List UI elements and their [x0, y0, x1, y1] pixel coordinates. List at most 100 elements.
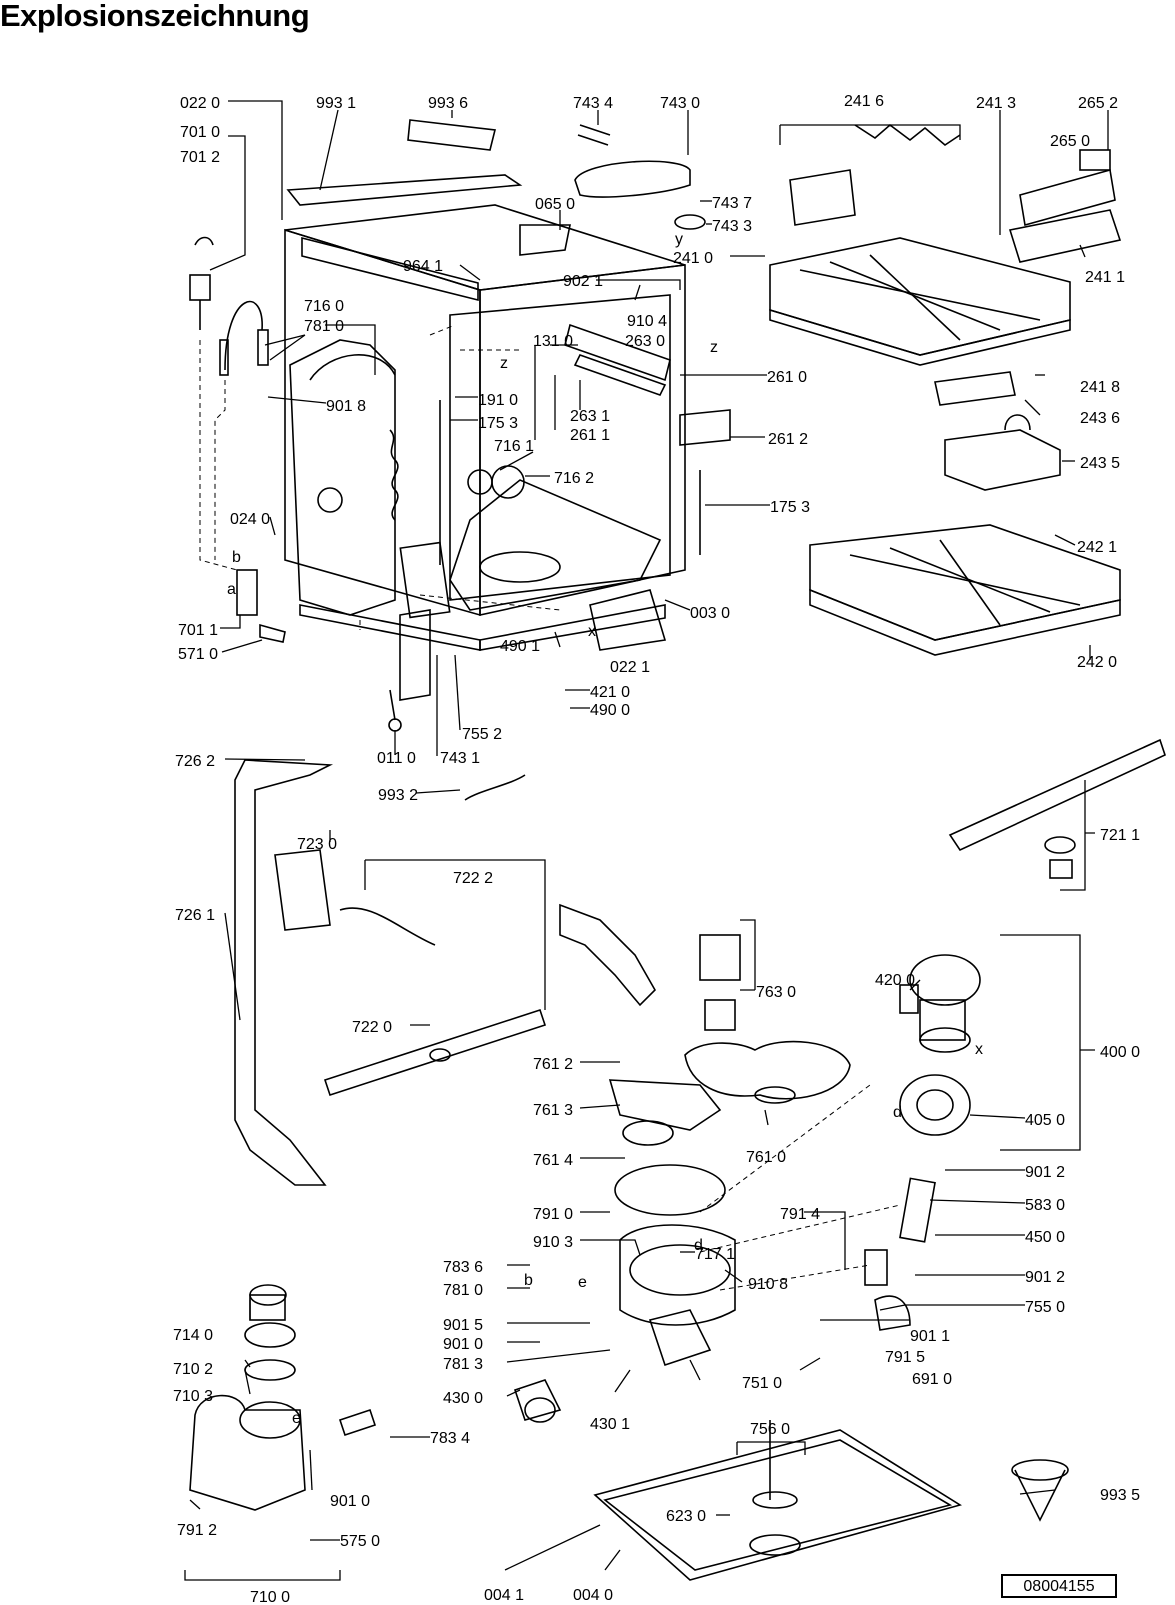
- label-791-0: 791 0: [533, 1206, 573, 1223]
- pump-heater: [864, 954, 1069, 1522]
- label-761-0: 761 0: [746, 1149, 786, 1166]
- letter-z-1: z: [500, 355, 508, 372]
- label-400-0: 400 0: [1100, 1044, 1140, 1061]
- label-191-0: 191 0: [478, 392, 518, 409]
- label-175-3-a: 175 3: [478, 415, 518, 432]
- label-710-3: 710 3: [173, 1388, 213, 1405]
- letter-z-2: z: [710, 339, 718, 356]
- label-131-0: 131 0: [533, 333, 573, 350]
- label-783-6: 783 6: [443, 1259, 483, 1276]
- label-901-0-a: 901 0: [443, 1336, 483, 1353]
- page-title: Explosionszeichnung: [0, 0, 310, 33]
- label-723-0: 723 0: [297, 836, 337, 853]
- label-701-0: 701 0: [180, 124, 220, 141]
- label-722-2: 722 2: [453, 870, 493, 887]
- label-791-5: 791 5: [885, 1349, 925, 1366]
- left-hoses: [189, 236, 402, 732]
- letter-d-2: d: [694, 1237, 703, 1254]
- label-743-0: 743 0: [660, 95, 700, 112]
- label-241-8: 241 8: [1080, 379, 1120, 396]
- label-791-4: 791 4: [780, 1206, 820, 1223]
- letter-y: y: [675, 231, 683, 248]
- label-261-0: 261 0: [767, 369, 807, 386]
- label-910-4: 910 4: [627, 313, 667, 330]
- filter-system: [513, 934, 851, 1423]
- label-263-1: 263 1: [570, 408, 610, 425]
- label-022-1: 022 1: [610, 659, 650, 676]
- label-716-1: 716 1: [494, 438, 534, 455]
- label-710-0: 710 0: [250, 1589, 290, 1605]
- water-softener: [189, 1284, 377, 1511]
- label-993-1: 993 1: [316, 95, 356, 112]
- letter-b-2: b: [524, 1272, 533, 1289]
- label-743-7: 743 7: [712, 195, 752, 212]
- label-022-0: 022 0: [180, 95, 220, 112]
- label-910-8: 910 8: [748, 1276, 788, 1293]
- label-420-0: 420 0: [875, 972, 915, 989]
- label-743-3: 743 3: [712, 218, 752, 235]
- label-761-4: 761 4: [533, 1152, 573, 1169]
- letter-e-2: e: [292, 1410, 301, 1427]
- letter-x-1: x: [588, 623, 596, 640]
- label-261-1: 261 1: [570, 427, 610, 444]
- base-tray: [593, 1420, 962, 1581]
- label-993-5: 993 5: [1100, 1487, 1140, 1504]
- label-743-1: 743 1: [440, 750, 480, 767]
- label-242-0: 242 0: [1077, 654, 1117, 671]
- label-781-3: 781 3: [443, 1356, 483, 1373]
- letter-e-1: e: [578, 1274, 587, 1291]
- label-242-1: 242 1: [1077, 539, 1117, 556]
- label-024-0: 024 0: [230, 511, 270, 528]
- label-993-6: 993 6: [428, 95, 468, 112]
- label-263-0: 263 0: [625, 333, 665, 350]
- label-763-0: 763 0: [756, 984, 796, 1001]
- label-243-5: 243 5: [1080, 455, 1120, 472]
- label-755-2: 755 2: [462, 726, 502, 743]
- label-241-0: 241 0: [673, 250, 713, 267]
- letter-x-2: x: [975, 1041, 983, 1058]
- label-761-3: 761 3: [533, 1102, 573, 1119]
- label-726-2: 726 2: [175, 753, 215, 770]
- label-691-0: 691 0: [912, 1371, 952, 1388]
- label-910-3: 910 3: [533, 1234, 573, 1251]
- letter-a: a: [227, 581, 236, 598]
- label-623-0: 623 0: [666, 1508, 706, 1525]
- label-261-2: 261 2: [768, 431, 808, 448]
- part-labels: 022 0 993 1 993 6 743 4 743 0 241 6 241 …: [173, 93, 1140, 1605]
- label-721-1: 721 1: [1100, 827, 1140, 844]
- label-004-1: 004 1: [484, 1587, 524, 1604]
- label-430-1: 430 1: [590, 1416, 630, 1433]
- label-901-1: 901 1: [910, 1328, 950, 1345]
- label-701-2: 701 2: [180, 149, 220, 166]
- label-003-0: 003 0: [690, 605, 730, 622]
- label-722-0: 722 0: [352, 1019, 392, 1036]
- label-490-1: 490 1: [500, 638, 540, 655]
- label-265-2: 265 2: [1078, 95, 1118, 112]
- label-011-0: 011 0: [377, 750, 416, 767]
- top-panels: [286, 119, 706, 230]
- label-243-6: 243 6: [1080, 410, 1120, 427]
- label-421-0: 421 0: [590, 684, 630, 701]
- label-490-0: 490 0: [590, 702, 630, 719]
- upper-basket: [769, 123, 1122, 491]
- label-004-0: 004 0: [573, 1587, 613, 1604]
- label-743-4: 743 4: [573, 95, 613, 112]
- label-781-0-top: 781 0: [304, 318, 344, 335]
- label-901-2-b: 901 2: [1025, 1269, 1065, 1286]
- label-761-2: 761 2: [533, 1056, 573, 1073]
- label-791-2: 791 2: [177, 1522, 217, 1539]
- document-number: 08004155: [1001, 1574, 1117, 1598]
- label-583-0: 583 0: [1025, 1197, 1065, 1214]
- label-751-0: 751 0: [742, 1375, 782, 1392]
- label-901-8: 901 8: [326, 398, 366, 415]
- label-717-1: 717 1: [695, 1246, 735, 1263]
- label-714-0: 714 0: [173, 1327, 213, 1344]
- label-716-0: 716 0: [304, 298, 344, 315]
- label-065-0: 065 0: [535, 196, 575, 213]
- label-756-0: 756 0: [750, 1421, 790, 1438]
- label-901-0-b: 901 0: [330, 1493, 370, 1510]
- label-575-0: 575 0: [340, 1533, 380, 1550]
- label-265-0: 265 0: [1050, 133, 1090, 150]
- label-781-0-bottom: 781 0: [443, 1282, 483, 1299]
